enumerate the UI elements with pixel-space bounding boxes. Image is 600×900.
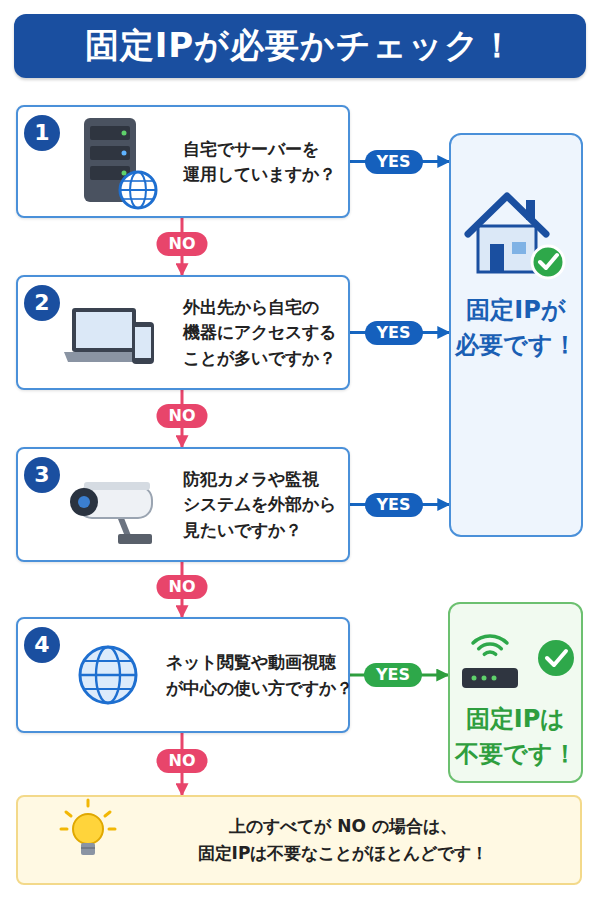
node-text: 外出先から自宅の 機器にアクセスする ことが多いですか？ bbox=[183, 294, 365, 371]
globe-icon-part bbox=[80, 647, 136, 703]
node-text: 自宅でサーバーを 運用していますか？ bbox=[183, 136, 365, 187]
server-icon-part bbox=[122, 151, 127, 156]
edge-label: YES bbox=[364, 150, 422, 174]
edge-label: NO bbox=[157, 232, 208, 256]
bulb-icon bbox=[61, 800, 115, 855]
camera-icon-part bbox=[118, 534, 152, 544]
house-icon-part bbox=[526, 200, 535, 220]
camera-icon bbox=[70, 482, 152, 544]
laptop-phone-icon bbox=[64, 308, 154, 364]
server-icon-part bbox=[122, 171, 127, 176]
note-box: 上のすべてが NO の場合は、 固定IPは不要なことがほとんどです！ bbox=[16, 795, 582, 885]
router-icon-part bbox=[547, 651, 566, 665]
edge-label: NO bbox=[157, 404, 208, 428]
server-icon-part bbox=[120, 172, 156, 208]
router-icon bbox=[462, 636, 574, 688]
edge-label: NO bbox=[157, 575, 208, 599]
node-text: 防犯カメラや監視 システムを外部から 見たいですか？ bbox=[183, 466, 365, 543]
house-icon-part bbox=[540, 255, 557, 268]
bulb-icon-part bbox=[105, 812, 110, 816]
question-box: 2外出先から自宅の 機器にアクセスする ことが多いですか？ bbox=[16, 275, 350, 390]
server-icon-part bbox=[122, 131, 127, 136]
house-icon-part bbox=[490, 244, 504, 272]
camera-icon-part bbox=[120, 516, 128, 536]
router-icon-part bbox=[472, 676, 477, 681]
bulb-icon-part bbox=[109, 828, 115, 831]
globe-icon-part bbox=[84, 660, 132, 662]
edge-label: YES bbox=[364, 663, 422, 687]
house-icon-part bbox=[478, 226, 536, 272]
question-box: 1自宅でサーバーを 運用していますか？ bbox=[16, 105, 350, 218]
step-number: 4 bbox=[24, 627, 60, 663]
edge-label: YES bbox=[364, 321, 422, 345]
question-box: 3防犯カメラや監視 システムを外部から 見たいですか？ bbox=[16, 447, 350, 562]
bulb-icon-part bbox=[61, 828, 67, 831]
router-icon-part bbox=[538, 640, 574, 676]
title-banner: 固定IPが必要かチェック！ bbox=[14, 14, 586, 78]
server-icon-part bbox=[123, 198, 153, 200]
server-icon-part bbox=[120, 189, 156, 191]
bulb-icon-part bbox=[66, 812, 71, 816]
camera-icon-part bbox=[78, 486, 152, 518]
laptop-phone-icon-part bbox=[132, 322, 154, 364]
result-box: 固定IPは 不要です！ bbox=[448, 602, 583, 783]
router-icon-part bbox=[484, 652, 495, 654]
server-icon-part bbox=[123, 180, 153, 182]
result-box: 固定IPが 必要です！ bbox=[449, 133, 583, 537]
camera-icon-part bbox=[70, 488, 98, 516]
bulb-icon-part bbox=[81, 843, 95, 855]
camera-icon-part bbox=[84, 482, 150, 490]
laptop-phone-icon-part bbox=[72, 308, 136, 352]
step-number: 2 bbox=[24, 285, 60, 321]
camera-icon-part bbox=[78, 496, 90, 508]
bulb-icon-part bbox=[81, 847, 95, 849]
router-icon-part bbox=[492, 676, 497, 681]
router-icon-part bbox=[479, 644, 502, 649]
globe-icon-part bbox=[80, 674, 136, 676]
server-icon-part bbox=[130, 172, 146, 208]
node-text: 固定IPが 必要です！ bbox=[455, 293, 577, 363]
node-text: ネット閲覧や動画視聴 が中心の使い方ですか？ bbox=[166, 650, 362, 701]
step-number: 3 bbox=[24, 457, 60, 493]
router-icon-part bbox=[482, 676, 487, 681]
house-icon-part bbox=[512, 242, 526, 254]
question-box: 4ネット閲覧や動画視聴 が中心の使い方ですか？ bbox=[16, 617, 350, 733]
server-icon-part bbox=[90, 166, 130, 180]
globe-icon-part bbox=[84, 688, 132, 690]
laptop-phone-icon-part bbox=[64, 352, 144, 362]
server-icon-part bbox=[90, 126, 130, 140]
server-icon bbox=[84, 118, 156, 208]
bulb-icon-part bbox=[73, 814, 103, 844]
node-text: 固定IPは 不要です！ bbox=[454, 702, 577, 772]
edge-label: YES bbox=[364, 493, 422, 517]
house-icon bbox=[468, 196, 564, 278]
laptop-phone-icon-part bbox=[135, 327, 151, 358]
bulb-icon-part bbox=[87, 800, 90, 806]
edge-label: NO bbox=[157, 749, 208, 773]
node-text: 上のすべてが NO の場合は、 固定IPは不要なことがほとんどです！ bbox=[128, 813, 558, 867]
house-icon-part bbox=[468, 196, 546, 234]
house-icon-part bbox=[532, 246, 564, 278]
globe-icon-part bbox=[96, 647, 120, 703]
globe-icon bbox=[80, 647, 136, 703]
server-icon-part bbox=[84, 118, 136, 202]
step-number: 1 bbox=[24, 115, 60, 151]
router-icon-part bbox=[473, 636, 507, 643]
laptop-phone-icon-part bbox=[76, 312, 132, 348]
router-icon-part bbox=[462, 668, 518, 688]
server-icon-part bbox=[90, 146, 130, 160]
title-text: 固定IPが必要かチェック！ bbox=[85, 23, 516, 69]
